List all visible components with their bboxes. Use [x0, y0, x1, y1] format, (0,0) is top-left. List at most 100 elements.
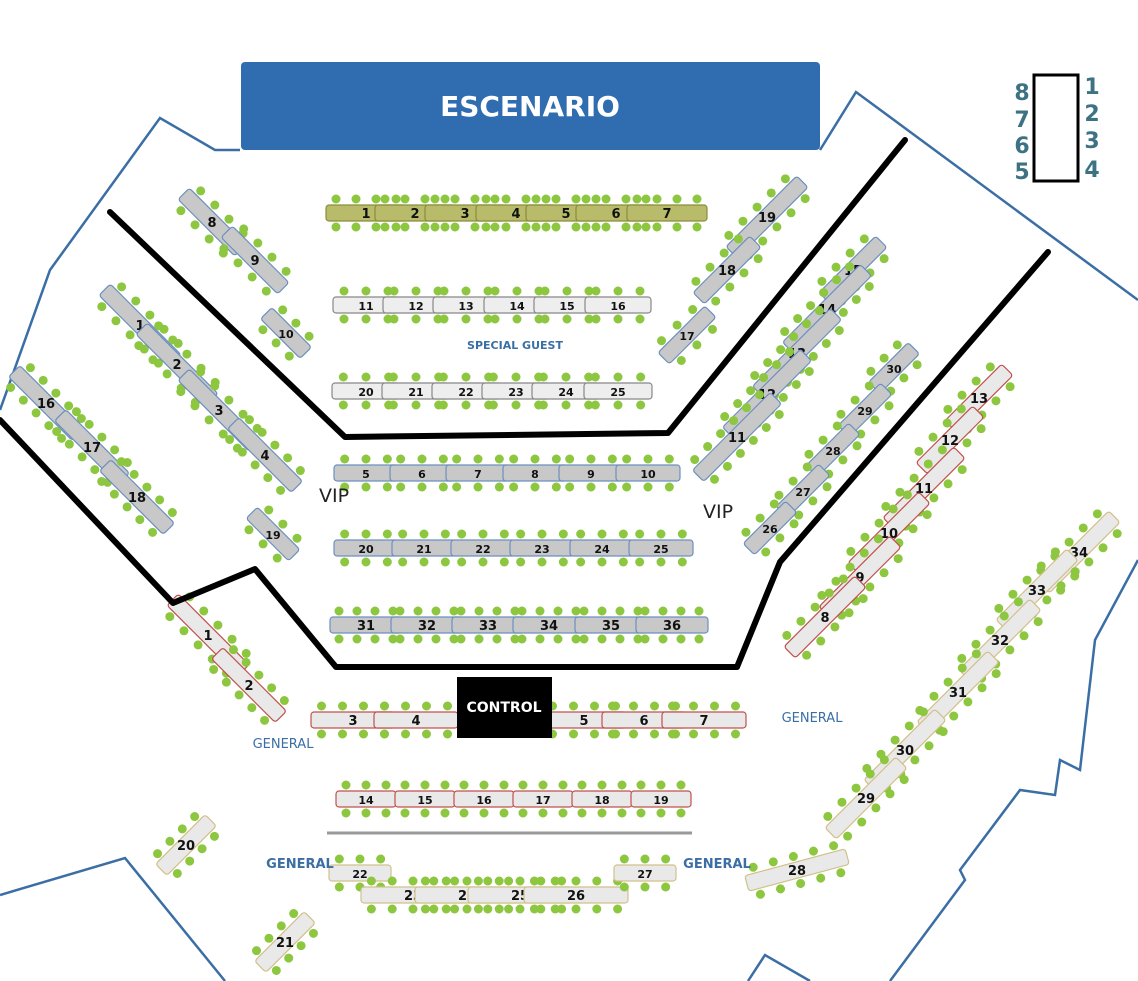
chair[interactable] — [1077, 522, 1090, 535]
chair[interactable] — [494, 454, 504, 464]
chair[interactable] — [850, 293, 863, 306]
chair[interactable] — [280, 265, 293, 278]
chair[interactable] — [411, 372, 421, 382]
chair[interactable] — [512, 286, 522, 296]
chair[interactable] — [565, 454, 575, 464]
chair[interactable] — [1063, 536, 1076, 549]
chair[interactable] — [391, 222, 401, 232]
chair[interactable] — [171, 867, 184, 880]
table-general-far-right-28[interactable] — [742, 839, 852, 902]
table-vip-center-row3-36[interactable] — [635, 606, 709, 644]
chair[interactable] — [879, 500, 892, 513]
chair[interactable] — [1032, 615, 1045, 628]
chair[interactable] — [1007, 588, 1020, 601]
chair[interactable] — [641, 194, 651, 204]
chair[interactable] — [166, 334, 179, 347]
chair[interactable] — [815, 873, 826, 884]
chair[interactable] — [401, 729, 410, 739]
chair[interactable] — [388, 372, 398, 382]
chair[interactable] — [783, 345, 796, 358]
chair[interactable] — [558, 780, 568, 790]
chair[interactable] — [640, 634, 650, 644]
chair[interactable] — [619, 854, 629, 864]
table-top[interactable] — [261, 308, 312, 359]
chair[interactable] — [361, 400, 371, 410]
chair[interactable] — [755, 889, 766, 900]
table-vip-right-wing-19[interactable] — [719, 169, 816, 266]
chair[interactable] — [490, 314, 500, 324]
chair[interactable] — [439, 314, 449, 324]
chair[interactable] — [807, 350, 820, 363]
chair[interactable] — [133, 513, 146, 526]
chair[interactable] — [287, 907, 300, 920]
chair[interactable] — [571, 634, 581, 644]
chair[interactable] — [633, 634, 643, 644]
chair[interactable] — [388, 634, 398, 644]
chair[interactable] — [731, 729, 740, 739]
chair[interactable] — [551, 194, 561, 204]
chair[interactable] — [388, 400, 398, 410]
chair[interactable] — [515, 876, 525, 886]
chair[interactable] — [438, 372, 448, 382]
table-top[interactable] — [221, 226, 289, 294]
chair[interactable] — [898, 773, 911, 786]
chair[interactable] — [501, 222, 511, 232]
chair[interactable] — [740, 526, 753, 539]
chair[interactable] — [621, 222, 631, 232]
chair[interactable] — [370, 606, 380, 616]
chair[interactable] — [799, 192, 812, 205]
chair[interactable] — [237, 408, 250, 421]
chair[interactable] — [690, 275, 703, 288]
chair[interactable] — [483, 876, 493, 886]
chair[interactable] — [492, 634, 502, 644]
chair[interactable] — [661, 882, 671, 892]
chair[interactable] — [804, 299, 817, 312]
table-top[interactable] — [630, 790, 692, 808]
chair[interactable] — [499, 808, 509, 818]
chair[interactable] — [218, 242, 231, 255]
chair[interactable] — [655, 334, 668, 347]
chair[interactable] — [878, 252, 891, 265]
chair[interactable] — [1004, 644, 1017, 657]
chair[interactable] — [591, 314, 601, 324]
chair[interactable] — [903, 720, 916, 733]
chair[interactable] — [501, 194, 511, 204]
chair[interactable] — [95, 475, 108, 488]
chair[interactable] — [809, 601, 822, 614]
table-top[interactable] — [784, 576, 866, 658]
chair[interactable] — [351, 222, 361, 232]
chair[interactable] — [411, 400, 421, 410]
chair[interactable] — [692, 194, 702, 204]
chair[interactable] — [536, 876, 546, 886]
chair[interactable] — [417, 482, 427, 492]
chair[interactable] — [830, 575, 843, 588]
chair[interactable] — [892, 552, 905, 565]
chair[interactable] — [850, 782, 863, 795]
chair[interactable] — [340, 482, 350, 492]
chair[interactable] — [307, 927, 320, 940]
chair[interactable] — [334, 882, 344, 892]
chair[interactable] — [361, 808, 371, 818]
chair[interactable] — [339, 314, 349, 324]
chair[interactable] — [820, 337, 833, 350]
chair[interactable] — [538, 808, 548, 818]
chair[interactable] — [4, 381, 17, 394]
chair[interactable] — [359, 729, 368, 739]
chair[interactable] — [30, 407, 43, 420]
chair[interactable] — [652, 222, 662, 232]
chair[interactable] — [792, 509, 805, 522]
chair[interactable] — [197, 605, 210, 618]
chair[interactable] — [814, 635, 827, 648]
chair[interactable] — [635, 314, 645, 324]
chair[interactable] — [223, 213, 236, 226]
chair[interactable] — [504, 904, 514, 914]
chair[interactable] — [258, 714, 271, 727]
chair[interactable] — [220, 676, 233, 689]
chair[interactable] — [250, 944, 263, 957]
chair[interactable] — [261, 471, 274, 484]
chair[interactable] — [396, 454, 406, 464]
chair[interactable] — [189, 218, 202, 231]
chair[interactable] — [607, 482, 617, 492]
chair[interactable] — [473, 482, 483, 492]
chair[interactable] — [283, 350, 296, 363]
